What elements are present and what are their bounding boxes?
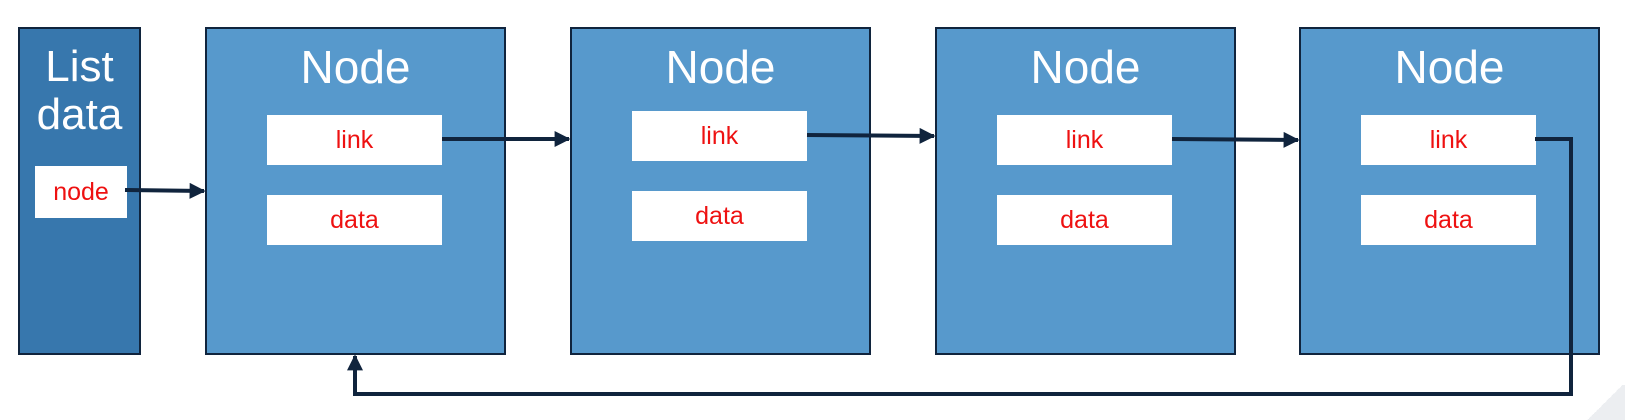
arrow-node-3-to-node-4 bbox=[1171, 131, 1300, 148]
arrow-node-2-to-node-3 bbox=[806, 127, 936, 144]
node-data-field: data bbox=[632, 191, 807, 241]
node-box: Node link data bbox=[935, 27, 1236, 355]
node-link-field: link bbox=[267, 115, 442, 165]
arrow-list-to-node-1 bbox=[124, 182, 206, 199]
node-data-field: data bbox=[1361, 195, 1536, 245]
node-title: Node bbox=[1030, 41, 1141, 93]
node-link-field: link bbox=[632, 111, 807, 161]
node-title: Node bbox=[1394, 41, 1505, 93]
node-link-field: link bbox=[997, 115, 1172, 165]
background-corner bbox=[1585, 385, 1625, 420]
arrow-node-4-to-node-1 bbox=[347, 137, 1573, 396]
list-node-field: node bbox=[35, 166, 127, 218]
node-data-field: data bbox=[997, 195, 1172, 245]
node-box: Node link data bbox=[1299, 27, 1600, 355]
node-title: Node bbox=[300, 41, 411, 93]
node-link-field: link bbox=[1361, 115, 1536, 165]
node-title: Node bbox=[665, 41, 776, 93]
node-box: Node link data bbox=[570, 27, 871, 355]
node-data-field: data bbox=[267, 195, 442, 245]
node-box: Node link data bbox=[205, 27, 506, 355]
